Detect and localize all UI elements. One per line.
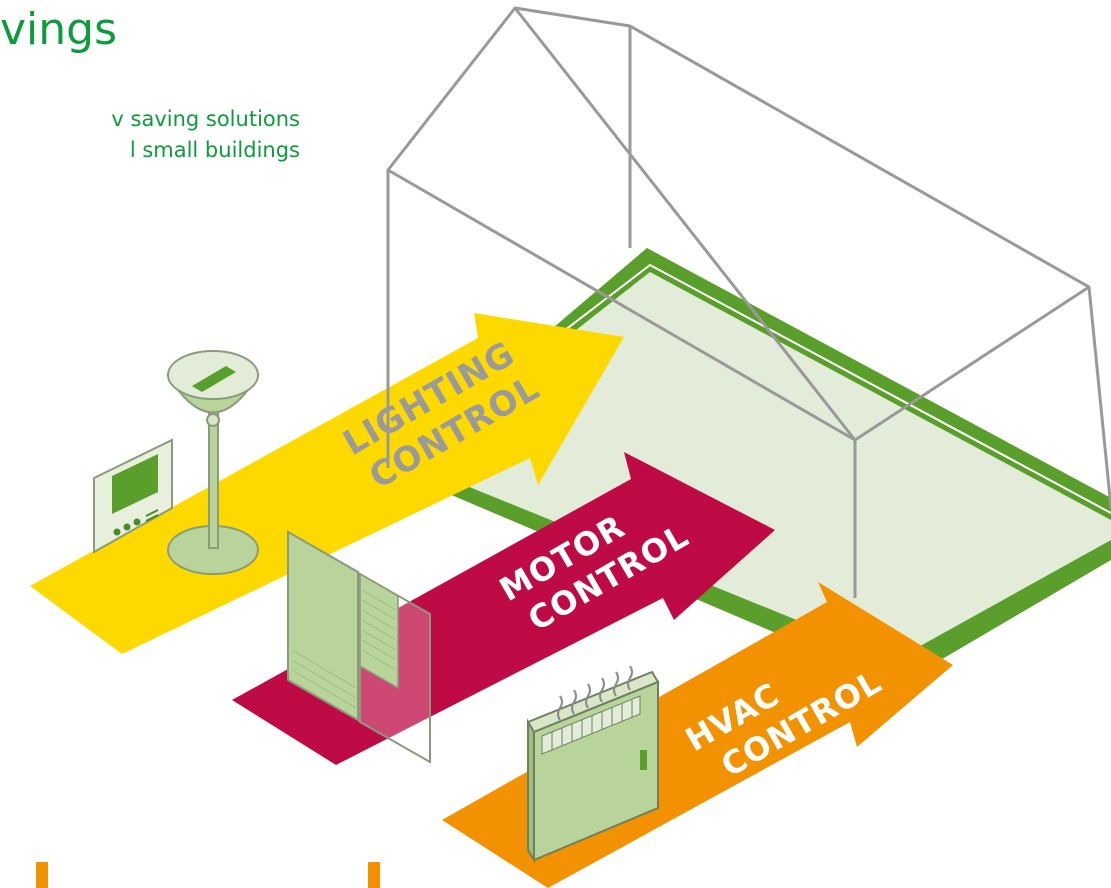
thermostat-icon — [93, 438, 173, 554]
house-outline — [386, 6, 1111, 598]
subtitle-line-2: l small buildings — [129, 138, 300, 162]
page-subtitle: v saving solutions l small buildings — [0, 104, 300, 166]
ceiling-lamp-icon — [166, 350, 260, 575]
motorized-blind-icon — [287, 530, 431, 764]
subtitle-line-1: v saving solutions — [111, 107, 300, 131]
radiator-heater-icon — [526, 665, 660, 864]
page-title: vings — [0, 4, 118, 55]
bottom-orange-marks — [36, 862, 380, 888]
